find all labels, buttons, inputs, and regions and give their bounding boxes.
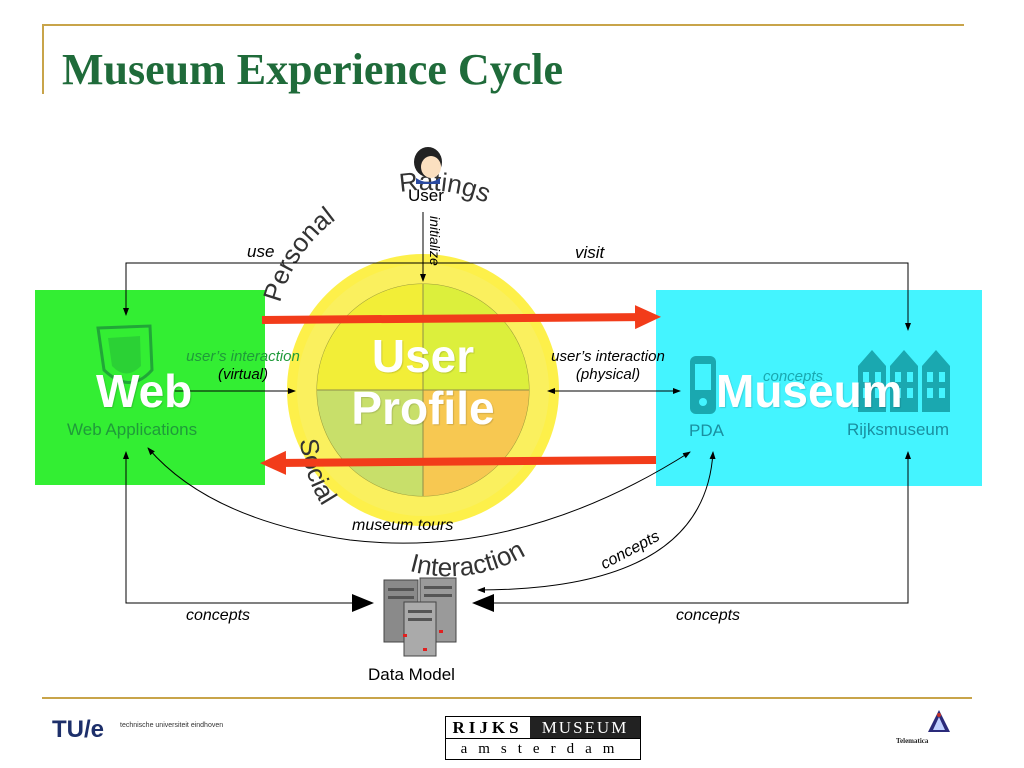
physical-interaction-label: user’s interaction (physical): [536, 348, 680, 384]
data-model-server-icon: [383, 577, 457, 657]
tue-logo: TU/e: [52, 716, 105, 743]
rijks-logo-left: RIJKS: [452, 718, 523, 737]
pda-label: PDA: [689, 421, 724, 440]
rijksmuseum-logo: RIJKS MUSEUM amsterdam: [445, 716, 641, 760]
visit-arrow: [423, 262, 911, 331]
initialize-label: initialize: [427, 216, 443, 266]
use-arrow: [123, 262, 423, 316]
museum-title: Museum: [716, 365, 903, 417]
virtual-interaction-label: user’s interaction (virtual): [172, 348, 314, 384]
concepts-left-arrow: [123, 451, 374, 612]
museum-tours-label: museum tours: [352, 517, 454, 534]
data-model-label: Data Model: [368, 665, 455, 684]
physical-interaction-line2: (physical): [575, 366, 641, 383]
web-title: Web: [96, 365, 193, 417]
pda-icon: [690, 356, 716, 414]
virtual-interaction-line2: (virtual): [217, 366, 268, 383]
user-profile-title-line2: Profile: [351, 382, 495, 434]
red-arrow-to-web: [260, 450, 657, 475]
telematica-label: Telematica: [896, 737, 929, 745]
rijks-logo-right: MUSEUM: [530, 717, 640, 738]
rijksmuseum-icon: [858, 350, 950, 412]
concepts-right-arrow: [472, 451, 911, 612]
user-profile-title: User Profile: [338, 330, 508, 434]
concepts-right-label: concepts: [676, 607, 741, 624]
slide-title: Museum Experience Cycle: [62, 45, 563, 94]
web-applications-label: Web Applications: [67, 420, 198, 439]
concepts-curve: [477, 451, 716, 593]
left-accent-line: [42, 24, 44, 94]
user-icon: [414, 147, 442, 184]
visit-label: visit: [575, 243, 605, 262]
web-application-icon: [96, 324, 154, 384]
museum-concepts-label: concepts: [763, 368, 824, 385]
rijks-logo-bottom: amsterdam: [446, 738, 640, 760]
virtual-interaction-line1: user’s interaction: [186, 348, 300, 365]
concepts-left-label: concepts: [186, 607, 251, 624]
red-arrow-to-museum: [261, 305, 661, 330]
top-divider: [42, 24, 964, 26]
telematica-logo-icon: [928, 710, 950, 732]
user-profile-title-line1: User: [371, 330, 475, 382]
user-label: User: [408, 186, 444, 205]
use-label: use: [247, 242, 275, 261]
physical-interaction-line1: user’s interaction: [551, 348, 665, 365]
tue-subtitle: technische universiteit eindhoven: [120, 722, 224, 729]
bottom-divider: [42, 697, 972, 699]
rijksmuseum-label: Rijksmuseum: [847, 420, 950, 439]
